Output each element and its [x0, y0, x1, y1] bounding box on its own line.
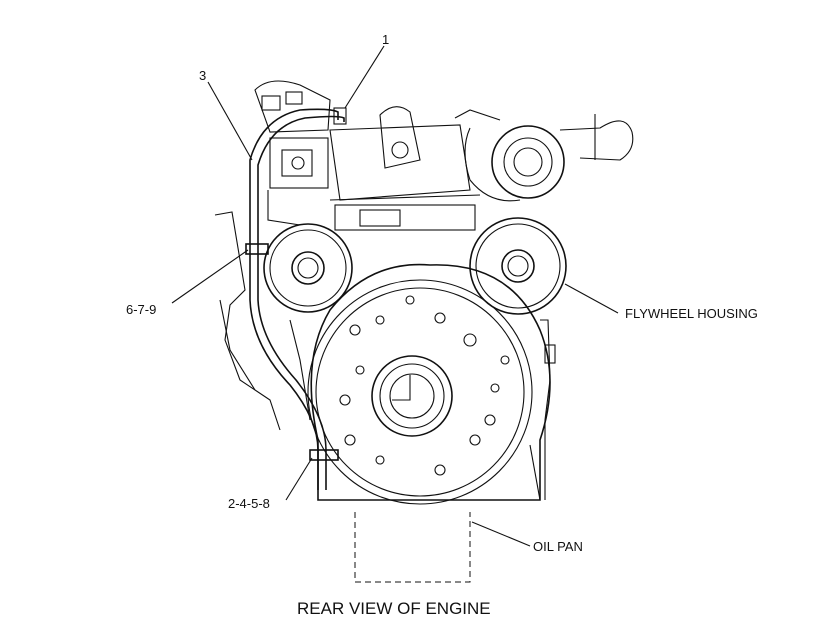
- clip-lower: [309, 449, 339, 461]
- right-block-edge: [529, 319, 556, 501]
- fuel-component-cluster: [254, 80, 331, 226]
- callout-6-7-9: 6-7-9: [126, 302, 156, 317]
- leader-flywheel-housing: [564, 283, 619, 314]
- flywheel-housing: [307, 263, 551, 505]
- leader-2-4-5-8: [285, 457, 313, 501]
- left-gear-cover: [263, 223, 353, 313]
- leader-3: [207, 81, 253, 161]
- tube-assembly: [249, 107, 347, 490]
- left-block-edge: [214, 211, 311, 431]
- right-gear-cover: [469, 217, 567, 315]
- callout-3: 3: [199, 68, 206, 83]
- leader-oil-pan: [471, 521, 531, 547]
- turbocharger: [464, 114, 634, 202]
- callout-2-4-5-8: 2-4-5-8: [228, 496, 270, 511]
- leader-1: [344, 45, 385, 109]
- leader-6-7-9: [171, 249, 249, 304]
- leader-lines: [171, 45, 619, 547]
- oil-pan: [354, 512, 471, 583]
- callout-flywheel-housing: FLYWHEEL HOUSING: [625, 306, 758, 321]
- clip-upper: [245, 243, 269, 255]
- callout-oil-pan: OIL PAN: [533, 539, 583, 554]
- callout-1: 1: [382, 32, 389, 47]
- diagram-caption: REAR VIEW OF ENGINE: [297, 599, 491, 618]
- housing-bolts: [339, 295, 510, 476]
- engine-upper-block: [329, 106, 501, 231]
